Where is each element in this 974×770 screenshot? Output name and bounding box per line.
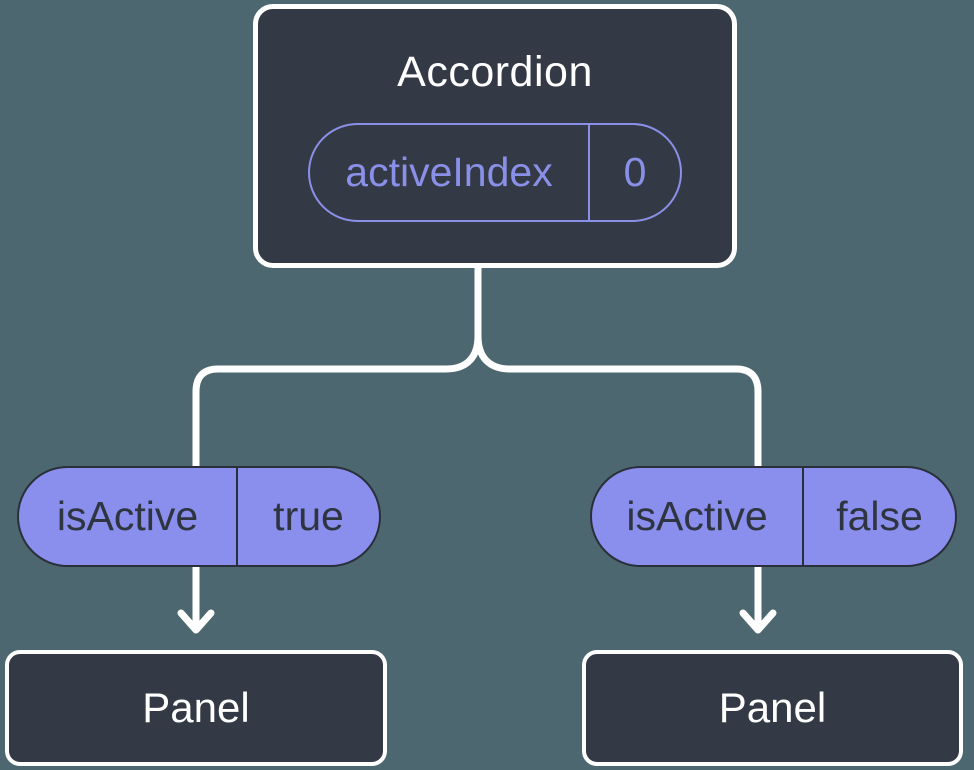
component-node-panel-left: Panel (5, 650, 387, 766)
component-node-panel-right: Panel (582, 650, 963, 766)
connector-right-branch (474, 261, 762, 632)
prop-name: isActive (19, 468, 238, 565)
prop-pill-left: isActive true (17, 466, 381, 567)
state-pill: activeIndex 0 (308, 123, 682, 222)
component-title: Accordion (397, 48, 593, 96)
component-title: Panel (718, 684, 827, 731)
prop-name: isActive (592, 468, 804, 565)
prop-value: true (273, 493, 344, 539)
connector-left-branch (192, 261, 482, 632)
component-node-root: Accordion activeIndex 0 (253, 4, 737, 268)
arrow-down-right-icon (739, 609, 777, 634)
arrow-down-left-icon (177, 609, 215, 634)
prop-pill-right: isActive false (590, 466, 957, 567)
prop-value: false (836, 493, 923, 539)
state-name: activeIndex (310, 125, 590, 220)
state-value: 0 (623, 149, 647, 195)
component-title: Panel (142, 684, 250, 731)
